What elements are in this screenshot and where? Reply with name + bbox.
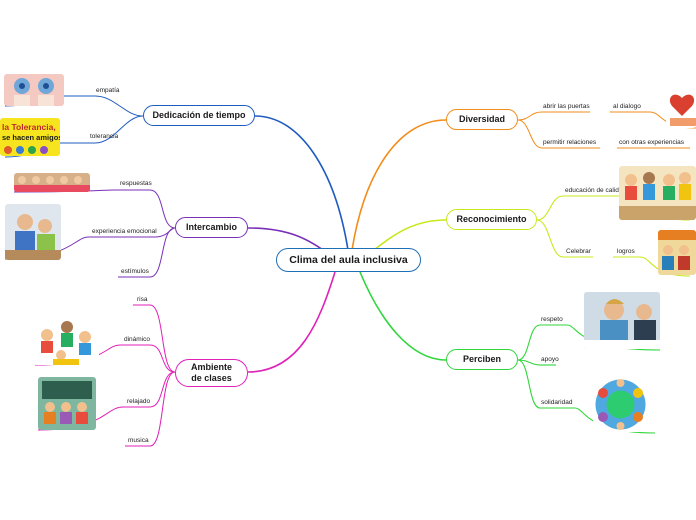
leaf-experiencia-emocional[interactable]: experiencia emocional xyxy=(92,228,157,235)
leaf-al-dialogo[interactable]: al dialogo xyxy=(613,103,641,110)
leaf-respuestas[interactable]: respuestas xyxy=(120,180,152,187)
leaf-risa[interactable]: risa xyxy=(137,296,148,303)
solidarity-image xyxy=(593,377,648,432)
branch-dedicacion-de-tiempo[interactable]: Dedicación de tiempo xyxy=(143,105,255,126)
branch-reconocimiento[interactable]: Reconocimiento xyxy=(446,209,537,230)
connector-dedicacion xyxy=(254,115,349,251)
leaf-educacion-de-calidad[interactable]: educación de calidad xyxy=(565,187,627,194)
respect-image xyxy=(584,292,660,349)
leaf-celebrar[interactable]: Celebrar xyxy=(566,248,591,255)
leaf-abrir-las-puertas[interactable]: abrir las puertas xyxy=(543,103,590,110)
branch-intercambio[interactable]: Intercambio xyxy=(175,217,248,238)
dialogue-image xyxy=(666,88,696,128)
achievements-image xyxy=(658,230,696,275)
branch-ambiente-line2: de clases xyxy=(191,373,232,383)
branch-diversidad[interactable]: Diversidad xyxy=(446,109,518,130)
quality-education-image xyxy=(619,166,696,220)
leaf-solidaridad[interactable]: solidaridad xyxy=(541,399,573,406)
branch-ambiente-de-clases[interactable]: Ambiente de clases xyxy=(175,359,248,387)
leaf-musica[interactable]: musica xyxy=(128,437,149,444)
classroom-students-image xyxy=(5,204,61,260)
leaf-permitir-relaciones[interactable]: permitir relaciones xyxy=(543,139,597,146)
leaf-respeto[interactable]: respeto xyxy=(541,316,563,323)
empathy-image xyxy=(4,74,64,106)
children-playing-image xyxy=(33,315,99,365)
leaf-apoyo[interactable]: apoyo xyxy=(541,356,559,363)
branch-ambiente-line1: Ambiente xyxy=(190,362,232,372)
leaf-estimulos[interactable]: estímulos xyxy=(121,268,149,275)
leaf-empatia[interactable]: empatía xyxy=(96,87,120,94)
leaf-tolerancia[interactable]: tolerancia xyxy=(90,133,119,140)
connector-diversidad xyxy=(351,119,447,251)
relaxed-classroom-image xyxy=(38,377,96,430)
leaf-con-otras-experiencias[interactable]: con otras experiencias xyxy=(619,139,685,146)
students-row-image xyxy=(14,173,90,192)
tolerance-image-text-1: la Tolerancia, xyxy=(2,122,56,132)
leaf-relajado[interactable]: relajado xyxy=(127,398,151,405)
leaf-dinamico[interactable]: dinámico xyxy=(124,336,151,343)
tolerance-image: la Tolerancia, se hacen amigos xyxy=(0,118,60,156)
branch-perciben[interactable]: Perciben xyxy=(446,349,518,370)
central-topic[interactable]: Clima del aula inclusiva xyxy=(276,248,421,272)
leaf-logros[interactable]: logros xyxy=(617,248,635,255)
tolerance-image-text-2: se hacen amigos xyxy=(2,133,60,142)
connector-perciben xyxy=(359,271,447,361)
connector-ambiente xyxy=(247,271,336,373)
